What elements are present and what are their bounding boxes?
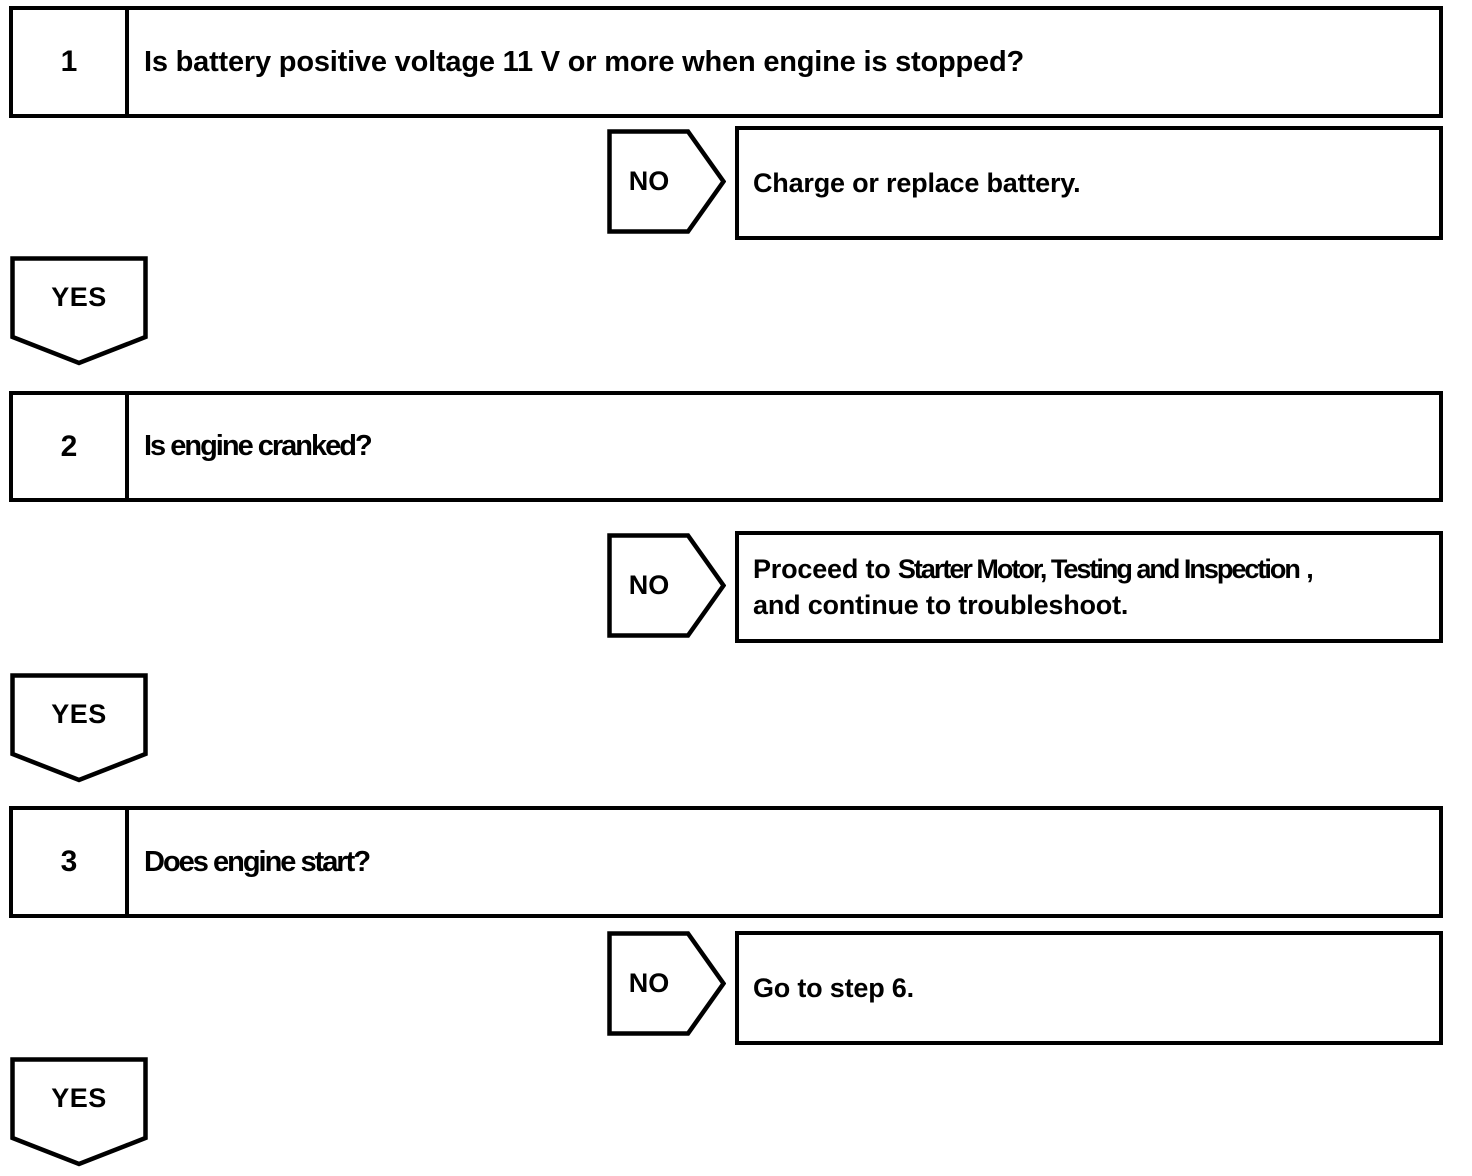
yes-arrow-tag: YES bbox=[10, 1057, 148, 1167]
no-arrow-shape bbox=[607, 931, 726, 1036]
no-label: NO bbox=[628, 968, 670, 998]
no-arrow-tag: NO bbox=[607, 129, 726, 234]
yes-label: YES bbox=[51, 1082, 107, 1113]
result-box: Go to step 6. bbox=[735, 931, 1443, 1045]
step-number-cell: 2 bbox=[13, 395, 129, 498]
result-text: Proceed to Starter Motor, Testing and In… bbox=[753, 551, 1314, 623]
question-cell: Does engine start? bbox=[129, 810, 1439, 914]
yes-arrow-shape bbox=[10, 673, 148, 783]
step-number: 2 bbox=[60, 429, 78, 463]
question-text: Is battery positive voltage 11 V or more… bbox=[144, 45, 1024, 78]
yes-label: YES bbox=[51, 698, 107, 729]
result-text: Go to step 6. bbox=[753, 970, 914, 1006]
question-cell: Is battery positive voltage 11 V or more… bbox=[129, 10, 1439, 114]
result-text-part: Go to step 6. bbox=[753, 973, 914, 1003]
question-box-step-3: 3 Does engine start? bbox=[9, 806, 1443, 918]
yes-arrow-shape bbox=[10, 1057, 148, 1167]
result-text-part: and continue to troubleshoot. bbox=[753, 590, 1129, 620]
no-arrow-tag: NO bbox=[607, 931, 726, 1036]
no-label: NO bbox=[628, 166, 670, 196]
no-arrow-shape bbox=[607, 129, 726, 234]
result-box: Proceed to Starter Motor, Testing and In… bbox=[735, 531, 1443, 643]
result-text-part: Proceed to bbox=[753, 554, 898, 584]
step-number-cell: 1 bbox=[13, 10, 129, 114]
yes-label: YES bbox=[51, 281, 107, 312]
step-number: 1 bbox=[60, 45, 78, 78]
no-label: NO bbox=[628, 570, 670, 600]
result-box: Charge or replace battery. bbox=[735, 126, 1443, 240]
question-text: Does engine start? bbox=[144, 845, 371, 878]
question-box-step-1: 1 Is battery positive voltage 11 V or mo… bbox=[9, 6, 1443, 118]
question-cell: Is engine cranked? bbox=[129, 395, 1439, 498]
no-arrow-shape bbox=[607, 533, 726, 638]
yes-arrow-tag: YES bbox=[10, 256, 148, 366]
no-arrow-tag: NO bbox=[607, 533, 726, 638]
yes-arrow-shape bbox=[10, 256, 148, 366]
result-text-part: Charge or replace battery. bbox=[753, 168, 1081, 198]
yes-arrow-tag: YES bbox=[10, 673, 148, 783]
step-number: 3 bbox=[60, 845, 78, 878]
step-number-cell: 3 bbox=[13, 810, 129, 914]
question-box-step-2: 2 Is engine cranked? bbox=[9, 391, 1443, 502]
question-text: Is engine cranked? bbox=[144, 430, 373, 462]
result-text-part: , bbox=[1298, 554, 1314, 584]
result-text-part: Starter Motor, Testing and Inspection bbox=[897, 554, 1301, 584]
result-text: Charge or replace battery. bbox=[753, 165, 1081, 201]
